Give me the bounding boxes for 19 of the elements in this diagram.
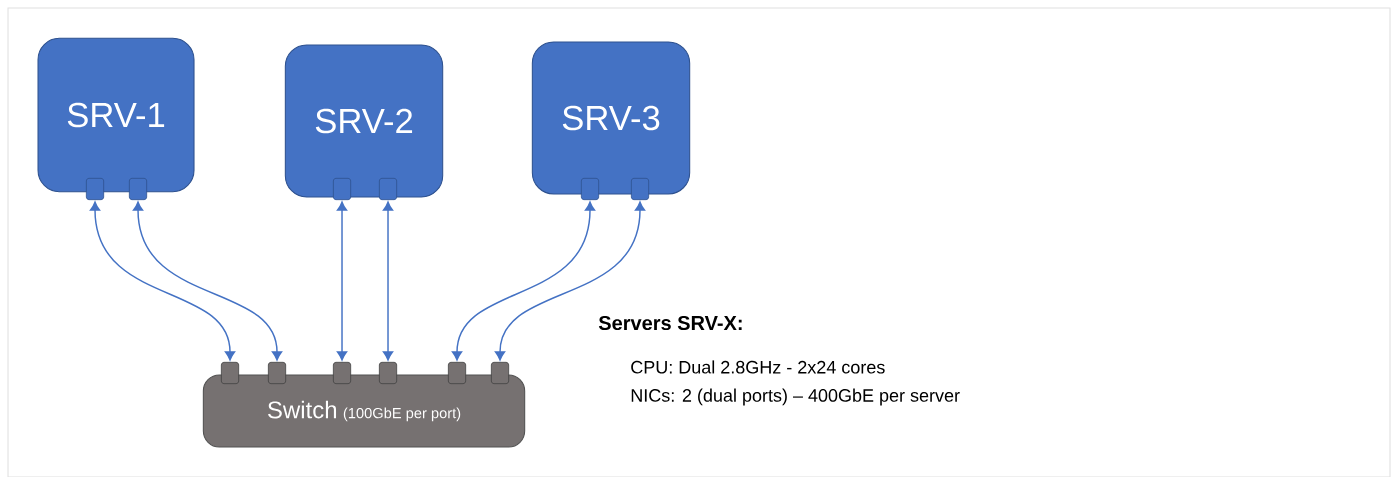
heading: Servers SRV-X: xyxy=(598,315,742,331)
double-arrow xyxy=(382,201,394,361)
port xyxy=(267,361,287,385)
server-box: SRV-3 xyxy=(531,41,691,195)
double-arrow xyxy=(494,201,646,361)
port xyxy=(378,361,398,385)
port xyxy=(332,361,352,385)
port xyxy=(220,361,240,385)
switch-box: Switch (100GbE per port) xyxy=(202,374,526,448)
spec-text: NICs: 2 (dual ports) – 400GbE per server xyxy=(631,388,960,406)
spec-text: CPU: Dual 2.8GHz - 2x24 cores xyxy=(631,360,885,374)
server-box: SRV-1 xyxy=(37,37,195,193)
double-arrow xyxy=(132,201,283,361)
double-arrow xyxy=(451,201,596,361)
port xyxy=(447,361,467,385)
server-box: SRV-2 xyxy=(284,44,444,198)
double-arrow xyxy=(336,201,348,361)
port xyxy=(490,361,510,385)
double-arrow xyxy=(89,201,236,361)
